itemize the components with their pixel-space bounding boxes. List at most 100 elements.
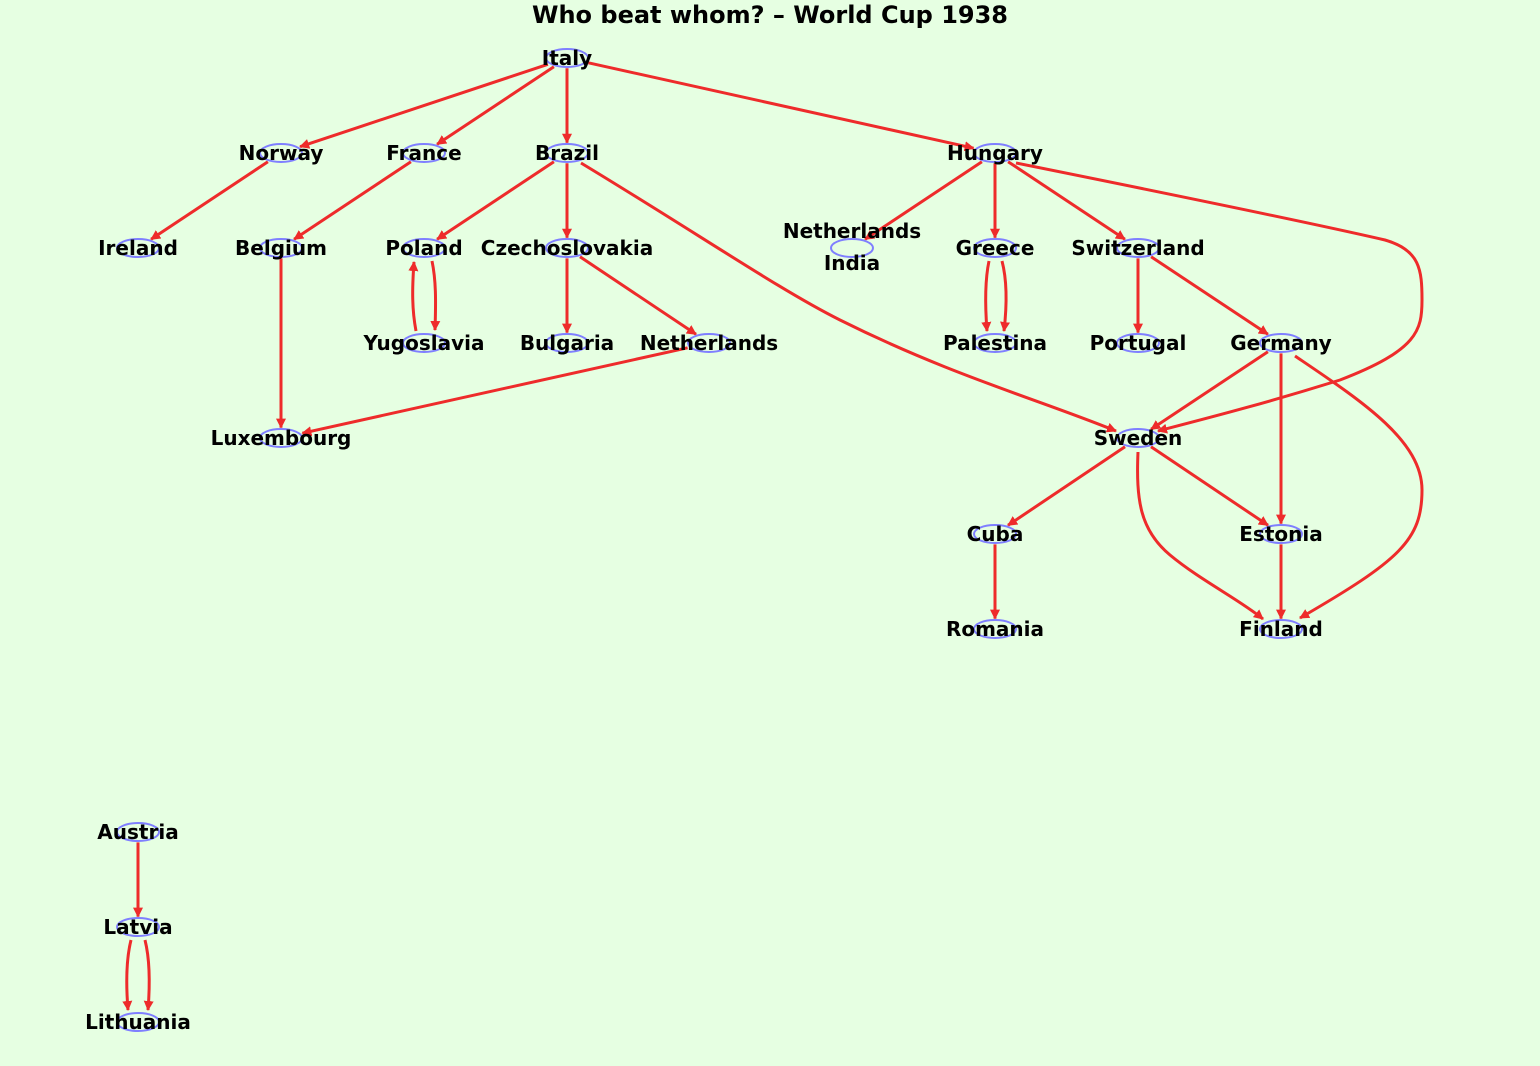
node-label: Austria bbox=[97, 820, 178, 844]
node-label: Belgium bbox=[235, 236, 327, 260]
node-label: Czechoslovakia bbox=[481, 236, 653, 260]
node-ellipse bbox=[545, 143, 589, 163]
node-ellipse bbox=[402, 333, 446, 353]
node-ellipse bbox=[830, 238, 874, 258]
node-ellipse bbox=[545, 238, 589, 258]
node-ellipse bbox=[259, 143, 303, 163]
node-label: Lithuania bbox=[85, 1010, 191, 1034]
node-norway: Norway bbox=[239, 141, 324, 165]
node-ellipse bbox=[687, 333, 731, 353]
node-ellipse bbox=[402, 238, 446, 258]
node-brazil: Brazil bbox=[535, 141, 599, 165]
edge-yugoslavia-beat-poland bbox=[408, 261, 419, 332]
node-estonia: Estonia bbox=[1239, 522, 1322, 546]
node-label: Ireland bbox=[98, 236, 178, 260]
node-yugoslavia: Yugoslavia bbox=[363, 331, 485, 355]
edge-poland-beat-yugoslavia bbox=[430, 260, 441, 331]
node-label: Italy bbox=[542, 46, 592, 70]
edge-latvia-beat-lithuania bbox=[143, 939, 154, 1011]
edge-germany-beat-sweden bbox=[1150, 350, 1269, 431]
node-france: France bbox=[386, 141, 461, 165]
node-switzerland: Switzerland bbox=[1071, 236, 1204, 260]
node-poland: Poland bbox=[385, 236, 462, 260]
node-ellipse bbox=[973, 333, 1017, 353]
edges-layer bbox=[122, 61, 1424, 1011]
node-ellipse bbox=[973, 238, 1017, 258]
node-label: Poland bbox=[385, 236, 462, 260]
node-ellipse bbox=[116, 917, 160, 937]
edge-czechoslovakia-beat-netherlands bbox=[579, 255, 697, 336]
edge-norway-beat-ireland bbox=[150, 160, 269, 241]
node-label: Netherlands bbox=[640, 331, 778, 355]
node-ireland: Ireland bbox=[98, 236, 178, 260]
edge-latvia-beat-lithuania bbox=[122, 939, 133, 1011]
edge-hungary-beat-switzerland bbox=[1007, 160, 1126, 241]
node-ellipse bbox=[1116, 333, 1160, 353]
edge-italy-beat-france bbox=[436, 65, 555, 146]
edge-sweden-beat-finland bbox=[1136, 451, 1264, 621]
node-netherlands: Netherlands bbox=[640, 331, 778, 355]
node-label: Luxembourg bbox=[211, 426, 352, 450]
node-ellipse bbox=[973, 619, 1017, 639]
node-label: Greece bbox=[956, 236, 1035, 260]
edge-netherlands-beat-luxembourg bbox=[301, 346, 688, 437]
node-bulgaria: Bulgaria bbox=[520, 331, 614, 355]
node-label: Hungary bbox=[947, 141, 1043, 165]
edge-france-beat-belgium bbox=[293, 160, 412, 241]
node-cuba: Cuba bbox=[967, 522, 1024, 546]
node-greece: Greece bbox=[956, 236, 1035, 260]
node-label: Estonia bbox=[1239, 522, 1322, 546]
edge-switzerland-beat-germany bbox=[1150, 255, 1269, 336]
node-ellipse bbox=[545, 333, 589, 353]
node-romania: Romania bbox=[946, 617, 1044, 641]
node-ellipse bbox=[259, 428, 303, 448]
edge-greece-beat-palestina bbox=[1000, 260, 1010, 332]
node-sweden: Sweden bbox=[1094, 426, 1183, 450]
node-label: Brazil bbox=[535, 141, 599, 165]
node-ellipse bbox=[1116, 238, 1160, 258]
node-label: Sweden bbox=[1094, 426, 1183, 450]
node-ellipse bbox=[1259, 619, 1303, 639]
edge-sweden-beat-cuba bbox=[1007, 445, 1126, 527]
node-ellipse bbox=[116, 822, 160, 842]
node-czechoslovakia: Czechoslovakia bbox=[481, 236, 653, 260]
edge-italy-beat-hungary bbox=[588, 61, 975, 152]
node-label: Bulgaria bbox=[520, 331, 614, 355]
node-latvia: Latvia bbox=[103, 915, 172, 939]
edge-germany-beat-finland bbox=[1294, 354, 1424, 620]
edge-italy-beat-norway bbox=[299, 62, 549, 149]
edge-greece-beat-palestina bbox=[981, 260, 992, 332]
node-palestina: Palestina bbox=[943, 331, 1047, 355]
node-ellipse bbox=[402, 143, 446, 163]
edge-brazil-beat-sweden bbox=[580, 161, 1117, 433]
node-label: Portugal bbox=[1090, 331, 1187, 355]
node-label: Finland bbox=[1239, 617, 1323, 641]
node-ellipse bbox=[116, 238, 160, 258]
graph-title: Who beat whom? – World Cup 1938 bbox=[531, 1, 1008, 29]
node-label: Romania bbox=[946, 617, 1044, 641]
node-label-line: Netherlands bbox=[783, 219, 921, 243]
node-ellipse bbox=[973, 143, 1017, 163]
node-label: Cuba bbox=[967, 522, 1024, 546]
node-ellipse bbox=[1116, 428, 1160, 448]
node-ellipse bbox=[1259, 333, 1303, 353]
node-luxembourg: Luxembourg bbox=[211, 426, 352, 450]
node-ellipse bbox=[116, 1012, 160, 1032]
node-ellipse bbox=[973, 524, 1017, 544]
node-lithuania: Lithuania bbox=[85, 1010, 191, 1034]
node-germany: Germany bbox=[1230, 331, 1331, 355]
edge-sweden-beat-estonia bbox=[1150, 445, 1269, 527]
edge-hungary-beat-dutch_east_indies bbox=[864, 160, 983, 241]
node-ellipse bbox=[1259, 524, 1303, 544]
node-ellipse bbox=[259, 238, 303, 258]
node-label: Norway bbox=[239, 141, 324, 165]
node-label: Latvia bbox=[103, 915, 172, 939]
node-ellipse bbox=[545, 48, 589, 68]
node-italy: Italy bbox=[542, 46, 592, 70]
node-finland: Finland bbox=[1239, 617, 1323, 641]
node-label: Yugoslavia bbox=[363, 331, 485, 355]
